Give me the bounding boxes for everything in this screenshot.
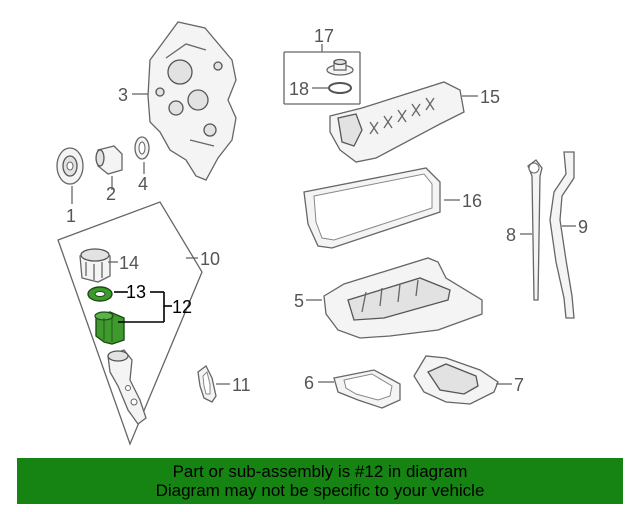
o-ring-part[interactable] — [328, 82, 352, 94]
bracket-12 — [118, 291, 172, 323]
callout-12[interactable]: 12 — [172, 297, 192, 317]
filter-seal-ring-part[interactable] — [87, 286, 113, 302]
callout-2[interactable]: 2 — [106, 184, 116, 204]
upper-oil-pan-part[interactable] — [323, 257, 483, 339]
valve-cover-part[interactable] — [329, 81, 465, 163]
callout-7[interactable]: 7 — [514, 375, 524, 395]
filter-cap-part[interactable] — [79, 248, 111, 283]
banner-line-2: Diagram may not be specific to your vehi… — [155, 481, 485, 500]
oil-filter-housing-part[interactable] — [107, 349, 147, 425]
callout-16[interactable]: 16 — [462, 191, 482, 211]
callout-9[interactable]: 9 — [578, 217, 588, 237]
callout-6[interactable]: 6 — [304, 373, 314, 393]
callout-3[interactable]: 3 — [118, 85, 128, 105]
dipstick-part[interactable] — [527, 159, 543, 301]
banner-line-1: Part or sub-assembly is #12 in diagram — [172, 462, 468, 481]
timing-cover-part[interactable] — [147, 21, 237, 181]
lower-oil-pan-part[interactable] — [333, 369, 401, 409]
callout-15[interactable]: 15 — [480, 87, 500, 107]
oil-filler-cap-part[interactable] — [326, 58, 354, 76]
callout-11[interactable]: 11 — [232, 375, 251, 395]
callout-1[interactable]: 1 — [66, 206, 76, 226]
valve-cover-gasket-part[interactable] — [303, 167, 441, 249]
callout-17[interactable]: 17 — [314, 26, 334, 46]
seal-part[interactable] — [134, 136, 150, 160]
lower-pan-cover-part[interactable] — [413, 355, 499, 405]
callout-4[interactable]: 4 — [138, 174, 148, 194]
callout-18[interactable]: 18 — [289, 79, 309, 99]
callout-13[interactable]: 13 — [126, 282, 146, 302]
callout-5[interactable]: 5 — [294, 291, 304, 311]
info-banner: Part or sub-assembly is #12 in diagram D… — [17, 458, 623, 504]
dipstick-tube-part[interactable] — [549, 151, 575, 319]
pulley-part[interactable] — [56, 147, 84, 185]
oil-filter-element-part[interactable] — [94, 311, 125, 345]
oil-filter-assembly-panel — [57, 201, 203, 446]
callout-8[interactable]: 8 — [506, 225, 516, 245]
housing-gasket-part[interactable] — [197, 365, 217, 403]
hub-part[interactable] — [95, 145, 123, 175]
callout-10[interactable]: 10 — [200, 249, 220, 269]
bracket-17 — [283, 44, 361, 105]
callout-14[interactable]: 14 — [119, 253, 139, 273]
